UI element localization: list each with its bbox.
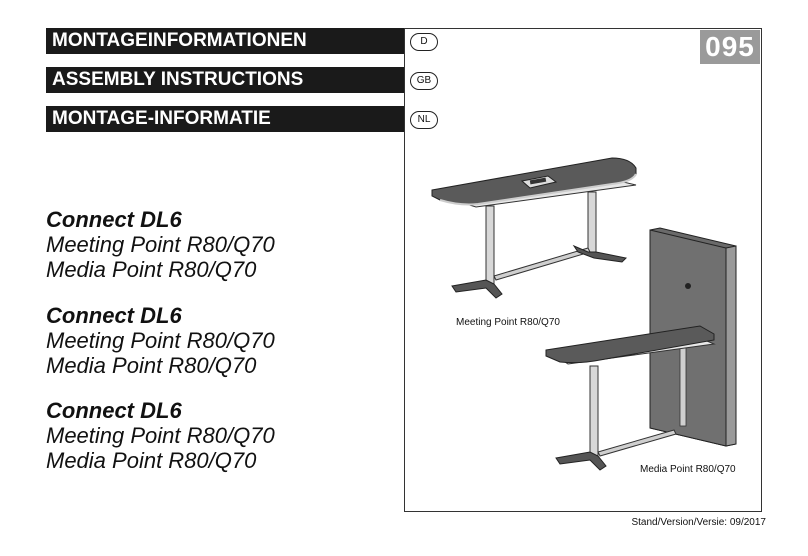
product-line-3a: Meeting Point R80/Q70 <box>46 423 275 448</box>
illustration-panel <box>404 28 762 512</box>
media-point-drawing <box>545 227 737 471</box>
product-name-3: Connect DL6 <box>46 398 182 423</box>
document-number: 095 <box>700 30 760 64</box>
header-title-nl: MONTAGE-INFORMATIE <box>52 108 271 129</box>
header-title-gb: ASSEMBLY INSTRUCTIONS <box>52 69 304 90</box>
product-name-2: Connect DL6 <box>46 303 182 328</box>
lang-badge-de: D <box>410 33 438 51</box>
header-title-de: MONTAGEINFORMATIONEN <box>52 30 307 51</box>
meeting-table-drawing <box>431 157 637 299</box>
caption-media-point: Media Point R80/Q70 <box>640 464 736 475</box>
header-bar-nl: MONTAGE-INFORMATIE <box>46 106 404 132</box>
product-line-2a: Meeting Point R80/Q70 <box>46 328 275 353</box>
product-name-1: Connect DL6 <box>46 207 182 232</box>
product-line-2b: Media Point R80/Q70 <box>46 353 257 378</box>
lang-badge-gb: GB <box>410 72 438 90</box>
lang-badge-nl: NL <box>410 111 438 129</box>
product-line-1a: Meeting Point R80/Q70 <box>46 232 275 257</box>
product-line-1b: Media Point R80/Q70 <box>46 257 257 282</box>
product-line-3b: Media Point R80/Q70 <box>46 448 257 473</box>
header-bar-gb: ASSEMBLY INSTRUCTIONS <box>46 67 404 93</box>
header-bar-de: MONTAGEINFORMATIONEN <box>46 28 404 54</box>
caption-meeting-point: Meeting Point R80/Q70 <box>456 317 560 328</box>
version-footer: Stand/Version/Versie: 09/2017 <box>631 517 766 528</box>
